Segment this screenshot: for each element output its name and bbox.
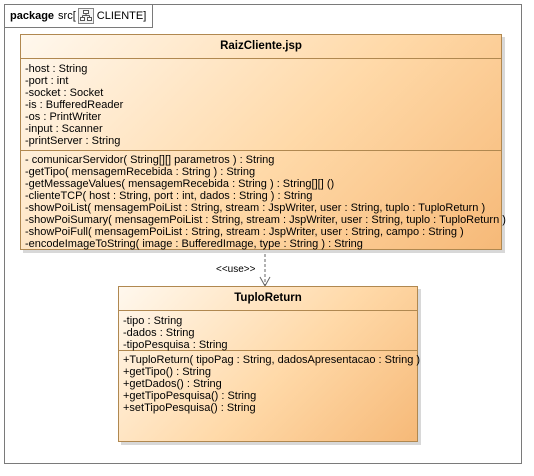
operation-compartment: - comunicarServidor( String[][] parametr… [21,151,506,253]
package-frame-tab: package src[ CLIENTE ] [5,5,154,28]
attribute: -socket : Socket [25,87,104,99]
operation: +getDados() : String [123,378,222,390]
class-name: TuploReturn [119,287,417,311]
operation: +getTipo() : String [123,366,211,378]
class-name: RaizCliente.jsp [21,35,501,59]
operation: -showPoiSumary( mensagemPoiList : String… [25,214,506,226]
class-raiz-cliente[interactable]: RaizCliente.jsp -host : String -port : i… [20,34,506,253]
operation: +setTipoPesquisa() : String [123,402,256,414]
operation: +TuploReturn( tipoPag : String, dadosApr… [123,354,421,366]
frame-package-name: src[ [58,10,76,22]
attribute: -dados : String [123,327,195,339]
frame-diagram-name: CLIENTE [96,10,144,22]
attribute: -os : PrintWriter [25,111,102,123]
operation: -showPoiList( mensagemPoiList : String, … [25,202,486,214]
attribute: -tipo : String [123,315,183,327]
operation: -showPoiFull( mensagemPoiList : String, … [25,226,464,238]
operation: -getMessageValues( mensagemRecebida : St… [25,178,335,190]
class-diagram-icon [77,8,94,24]
operation-compartment: +TuploReturn( tipoPag : String, dadosApr… [119,351,421,417]
class-tuplo-return[interactable]: TuploReturn -tipo : String -dados : Stri… [118,286,421,442]
attribute-compartment: -host : String -port : int -socket : Soc… [21,59,501,151]
operation: -encodeImageToString( image : BufferedIm… [25,238,363,250]
attribute: -port : int [25,75,69,87]
attribute: -tipoPesquisa : String [123,339,228,351]
operation: -getTipo( mensagemRecebida : String ) : … [25,166,256,178]
operation: +getTipoPesquisa() : String [123,390,257,402]
attribute: -is : BufferedReader [25,99,124,111]
attribute: -printServer : String [25,135,121,147]
attribute: -host : String [25,63,88,75]
operation: -clienteTCP( host : String, port : int, … [25,190,313,202]
dependency-label: <<use>> [216,264,256,275]
attribute: -input : Scanner [25,123,103,135]
frame-close-bracket: ] [143,10,147,22]
operation: - comunicarServidor( String[][] parametr… [25,154,275,166]
frame-keyword: package [10,10,55,22]
attribute-compartment: -tipo : String -dados : String -tipoPesq… [119,311,417,351]
